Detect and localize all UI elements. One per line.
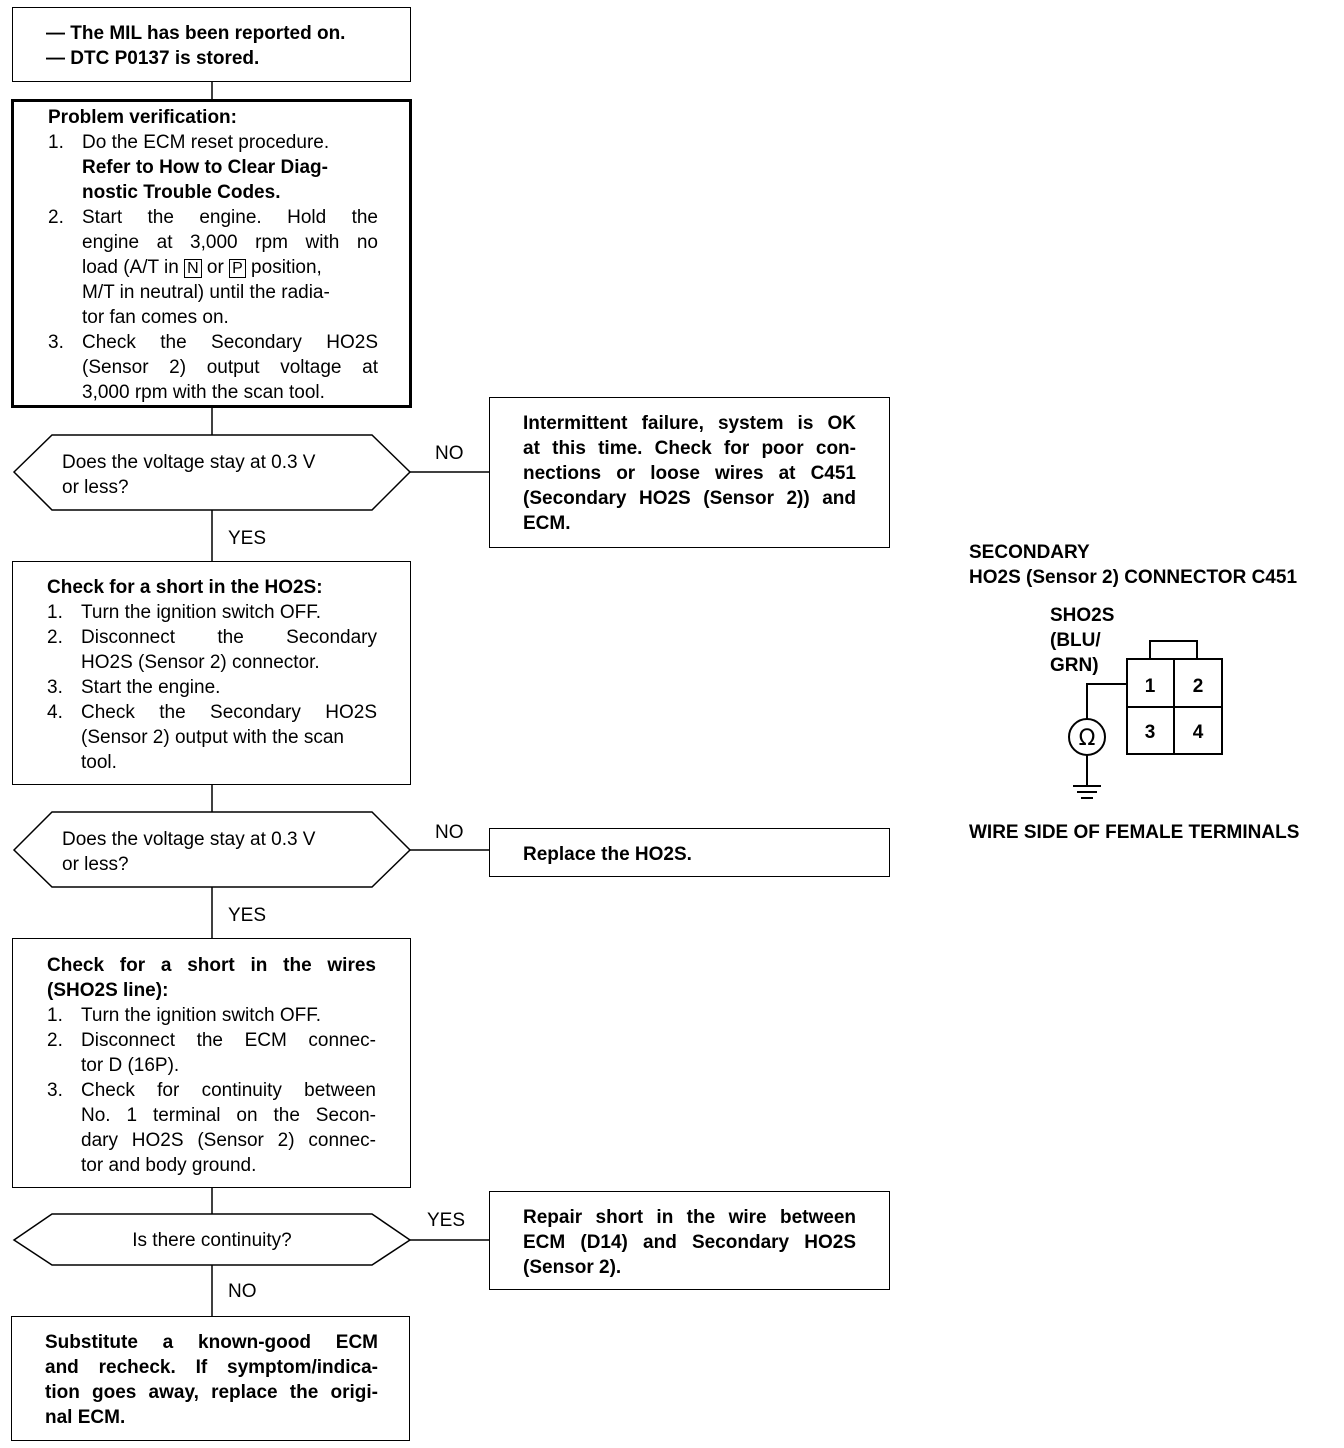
terminal-3: 3: [1145, 722, 1156, 743]
terminal-4: 4: [1193, 722, 1204, 743]
connector-caption: WIRE SIDE OF FEMALE TERMINALS: [969, 822, 1300, 843]
check-wires-box: [12, 938, 411, 1188]
start-box: [12, 7, 411, 82]
start-text: — The MIL has been reported on. — DTC P0…: [46, 21, 345, 71]
key-n-icon: N: [184, 259, 202, 278]
replace-box: [489, 828, 890, 877]
check-wires-step-1: 1. Turn the ignition switch OFF.: [47, 1005, 322, 1026]
terminal-2: 2: [1193, 676, 1204, 697]
replace-text: Replace the HO2S.: [523, 844, 692, 865]
decision-1-no-label: NO: [435, 443, 464, 464]
check-ho2s-step-1: 1. Turn the ignition switch OFF.: [47, 602, 322, 623]
connector-drawing: [1068, 640, 1223, 799]
decision-diamond: [12, 811, 412, 888]
check-wires-title: Check for a short in the wires: [47, 955, 376, 976]
start-line: — The MIL has been reported on.: [46, 23, 346, 44]
verification-step-2: 2. Start the engine. Hold the engine at …: [48, 207, 378, 328]
probe-wire: [1086, 683, 1127, 719]
check-wires-step-2: 2. Disconnect the ECM connec- tor D (16P…: [47, 1030, 376, 1076]
check-ho2s-text: Check for a short in the HO2S: 1. Turn t…: [47, 575, 377, 775]
check-ho2s-step-4: 4. Check the Secondary HO2S (Sensor 2) o…: [47, 702, 377, 773]
substitute-text: Substitute a known-good ECM and recheck.…: [45, 1332, 378, 1428]
decision-1-yes-label: YES: [228, 528, 267, 549]
verification-title: Problem verification:: [48, 107, 237, 128]
verification-step-1: 1. Do the ECM reset procedure. Refer to …: [48, 132, 330, 203]
decision-diamond: [12, 1213, 412, 1266]
decision-1-text: Does the voltage stay at 0.3 V or less?: [62, 452, 316, 498]
verification-text: Problem verification: 1. Do the ECM rese…: [48, 105, 378, 405]
verification-step-3: 3. Check the Secondary HO2S (Sensor 2) o…: [48, 332, 378, 403]
start-line: — DTC P0137 is stored.: [46, 48, 260, 69]
decision-3-no-label: NO: [228, 1281, 257, 1302]
decision-3-yes-label: YES: [427, 1210, 466, 1231]
decision-diamond: [12, 434, 412, 511]
terminal-1: 1: [1145, 676, 1156, 697]
check-ho2s-box: [12, 561, 411, 785]
repair-text: Repair short in the wire between ECM (D1…: [523, 1207, 856, 1278]
intermittent-box: [489, 397, 890, 548]
connector-title: SECONDARY HO2S (Sensor 2) CONNECTOR C451: [969, 542, 1298, 588]
decision-2-text: Does the voltage stay at 0.3 V or less?: [62, 829, 316, 875]
verification-box: [11, 99, 412, 408]
ohm-icon: Ω: [1079, 726, 1096, 751]
check-ho2s-title: Check for a short in the HO2S:: [47, 577, 323, 598]
decision-2-no-label: NO: [435, 822, 464, 843]
check-ho2s-step-2: 2. Disconnect the Secondary HO2S (Sensor…: [47, 627, 377, 673]
decision-2-yes-label: YES: [228, 905, 267, 926]
check-ho2s-step-3: 3. Start the engine.: [47, 677, 221, 698]
decision-3-text: Is there continuity?: [132, 1230, 292, 1251]
intermittent-text: Intermittent failure, system is OK at th…: [523, 413, 856, 534]
connector-lock-tab: [1149, 640, 1198, 659]
key-p-icon: P: [229, 259, 246, 278]
connector-wire-label: SHO2S (BLU/ GRN): [1050, 605, 1115, 676]
repair-box: [489, 1191, 890, 1290]
substitute-box: [11, 1316, 410, 1441]
check-wires-text: Check for a short in the wires (SHO2S li…: [47, 955, 376, 1176]
check-wires-step-3: 3. Check for continuity between No. 1 te…: [47, 1080, 376, 1176]
